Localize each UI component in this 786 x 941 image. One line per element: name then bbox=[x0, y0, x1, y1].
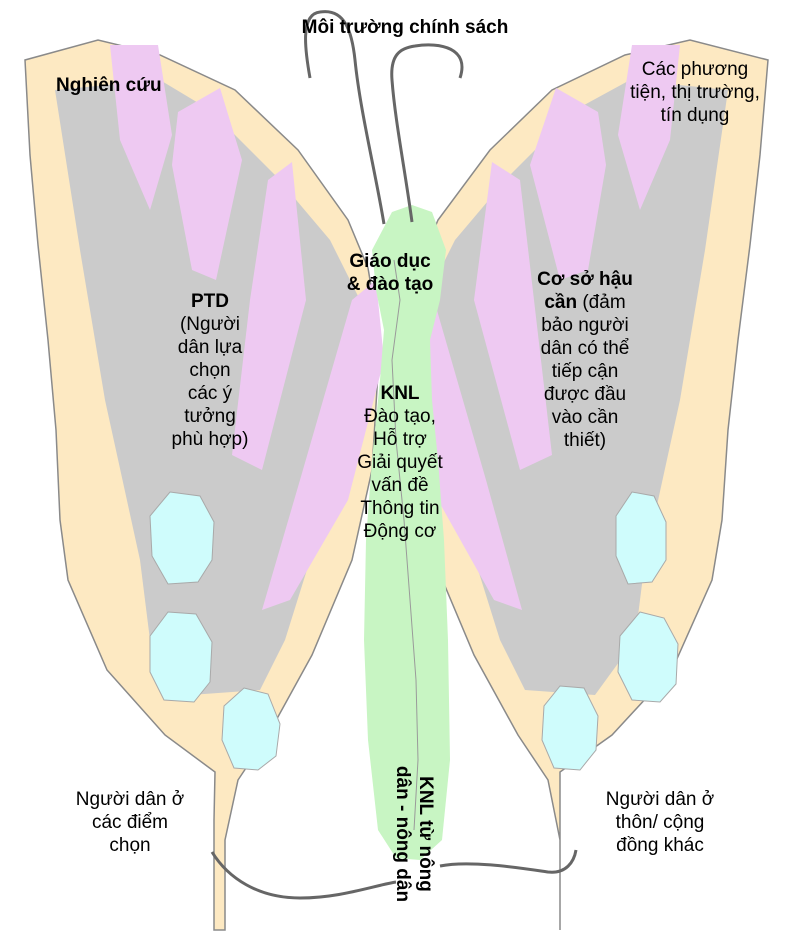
ptd-label: PTD (Người dân lựa chọn các ý tưởng phù … bbox=[150, 290, 270, 451]
ptd-line-4: các ý bbox=[150, 382, 270, 405]
farmer-line-2: dân - nông dân bbox=[391, 742, 414, 927]
knl-item-5: Thông tin bbox=[330, 497, 470, 520]
logistics-line-5: tiếp cận bbox=[510, 360, 660, 383]
logistics-line-1: Cơ sở hậu bbox=[510, 268, 660, 291]
education-line-1: Giáo dục bbox=[315, 250, 465, 273]
education-line-2: & đào tạo bbox=[315, 273, 465, 296]
left-spot-1 bbox=[150, 492, 214, 584]
knl-item-1: Đào tạo, bbox=[330, 405, 470, 428]
ptd-line-2: dân lựa bbox=[150, 336, 270, 359]
facilities-line-1: Các phương bbox=[610, 58, 780, 81]
people-points-line-1: Người dân ở bbox=[55, 788, 205, 811]
policy-environment-label: Môi trường chính sách bbox=[250, 16, 560, 39]
facilities-line-2: tiện, thị trường, bbox=[610, 81, 780, 104]
facilities-label: Các phương tiện, thị trường, tín dụng bbox=[610, 58, 780, 127]
ptd-line-1: (Người bbox=[150, 313, 270, 336]
research-label: Nghiên cứu bbox=[40, 74, 226, 97]
people-other-communities-label: Người dân ở thôn/ cộng đồng khác bbox=[585, 788, 735, 857]
logistics-line-4: dân có thể bbox=[510, 337, 660, 360]
knl-item-2: Hỗ trợ bbox=[330, 428, 470, 451]
farmer-to-farmer-text: KNL từ nông dân - nông dân bbox=[391, 742, 437, 927]
ptd-line-5: tưởng bbox=[150, 405, 270, 428]
left-spot-2 bbox=[150, 612, 212, 702]
facilities-line-3: tín dụng bbox=[610, 104, 780, 127]
ptd-title: PTD bbox=[150, 290, 270, 313]
farmer-line-1: KNL từ nông bbox=[414, 742, 437, 927]
people-other-line-2: thôn/ cộng bbox=[585, 811, 735, 834]
people-points-line-3: chọn bbox=[55, 834, 205, 857]
logistics-line-7: vào cần bbox=[510, 406, 660, 429]
logistics-line-8: thiết) bbox=[510, 429, 660, 452]
knl-label: KNL Đào tạo, Hỗ trợ Giải quyết vấn đề Th… bbox=[330, 382, 470, 543]
logistics-title-1: Cơ sở hậu bbox=[537, 269, 633, 290]
logistics-line-6: được đầu bbox=[510, 383, 660, 406]
logistics-line-2: cần (đảm bbox=[510, 291, 660, 314]
right-tail-curve bbox=[440, 850, 576, 872]
knl-item-4: vấn đề bbox=[330, 474, 470, 497]
farmer-to-farmer-label: KNL từ nông dân - nông dân bbox=[384, 742, 444, 927]
education-training-label: Giáo dục & đào tạo bbox=[315, 250, 465, 296]
knl-item-6: Động cơ bbox=[330, 520, 470, 543]
left-tail-curve bbox=[212, 852, 396, 898]
people-other-line-1: Người dân ở bbox=[585, 788, 735, 811]
ptd-line-6: phù hợp) bbox=[150, 428, 270, 451]
right-spot-3 bbox=[542, 686, 598, 770]
logistics-desc-1: (đảm bbox=[577, 292, 626, 313]
people-selected-points-label: Người dân ở các điểm chọn bbox=[55, 788, 205, 857]
knl-item-3: Giải quyết bbox=[330, 451, 470, 474]
ptd-line-3: chọn bbox=[150, 359, 270, 382]
logistics-label: Cơ sở hậu cần (đảm bảo người dân có thể … bbox=[510, 268, 660, 452]
right-spot-1 bbox=[616, 492, 666, 584]
logistics-title-2: cần bbox=[544, 292, 577, 313]
right-antenna bbox=[392, 45, 462, 222]
logistics-line-3: bảo người bbox=[510, 314, 660, 337]
people-other-line-3: đồng khác bbox=[585, 834, 735, 857]
knl-title: KNL bbox=[330, 382, 470, 405]
people-points-line-2: các điểm bbox=[55, 811, 205, 834]
